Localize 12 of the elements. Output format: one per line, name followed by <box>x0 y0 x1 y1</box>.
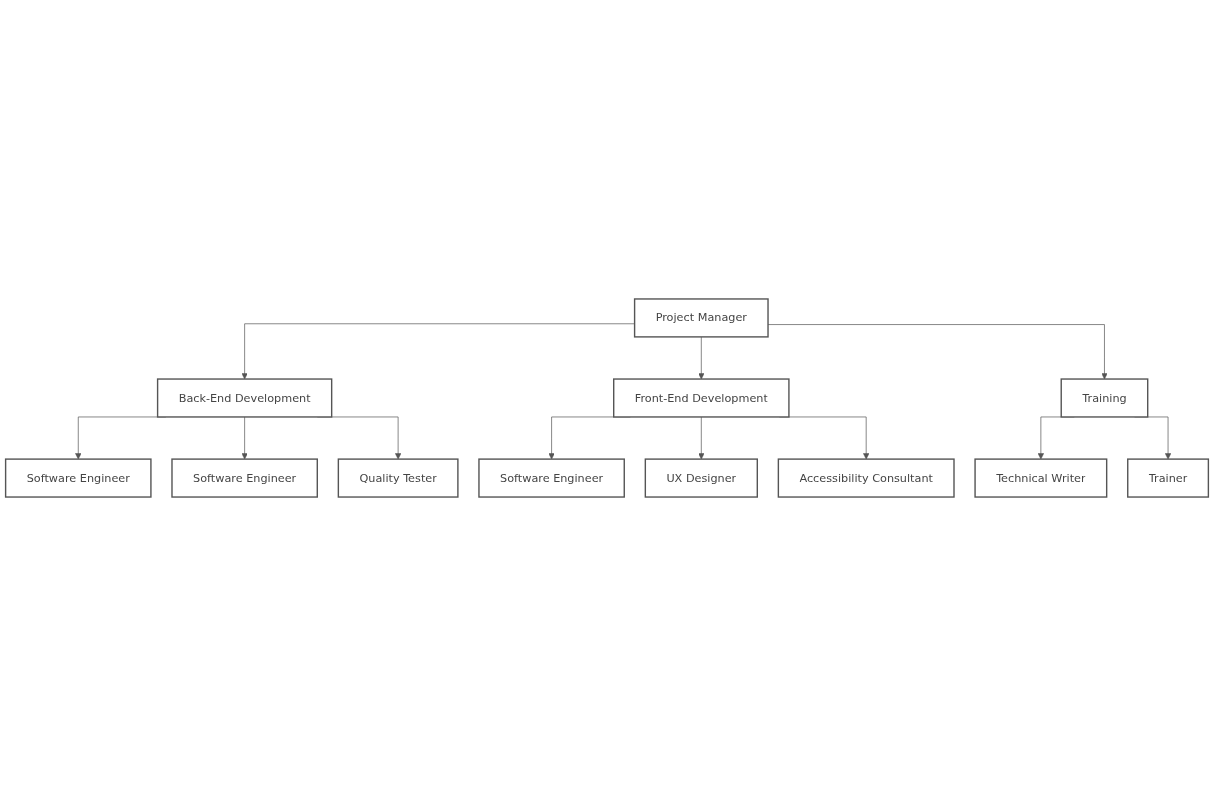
node-box: Software Engineer <box>171 458 318 498</box>
node-box: Quality Tester <box>337 458 459 498</box>
node-box: Training <box>1060 378 1149 418</box>
node-box: Accessibility Consultant <box>777 458 955 498</box>
node-box: Software Engineer <box>4 458 152 498</box>
node-box: UX Designer <box>644 458 758 498</box>
node-box: Trainer <box>1127 458 1210 498</box>
node-box: Software Engineer <box>478 458 625 498</box>
node-box: Project Manager <box>633 298 769 338</box>
node-box: Front-End Development <box>613 378 790 418</box>
node-box: Back-End Development <box>156 378 333 418</box>
node-box: Technical Writer <box>974 458 1108 498</box>
